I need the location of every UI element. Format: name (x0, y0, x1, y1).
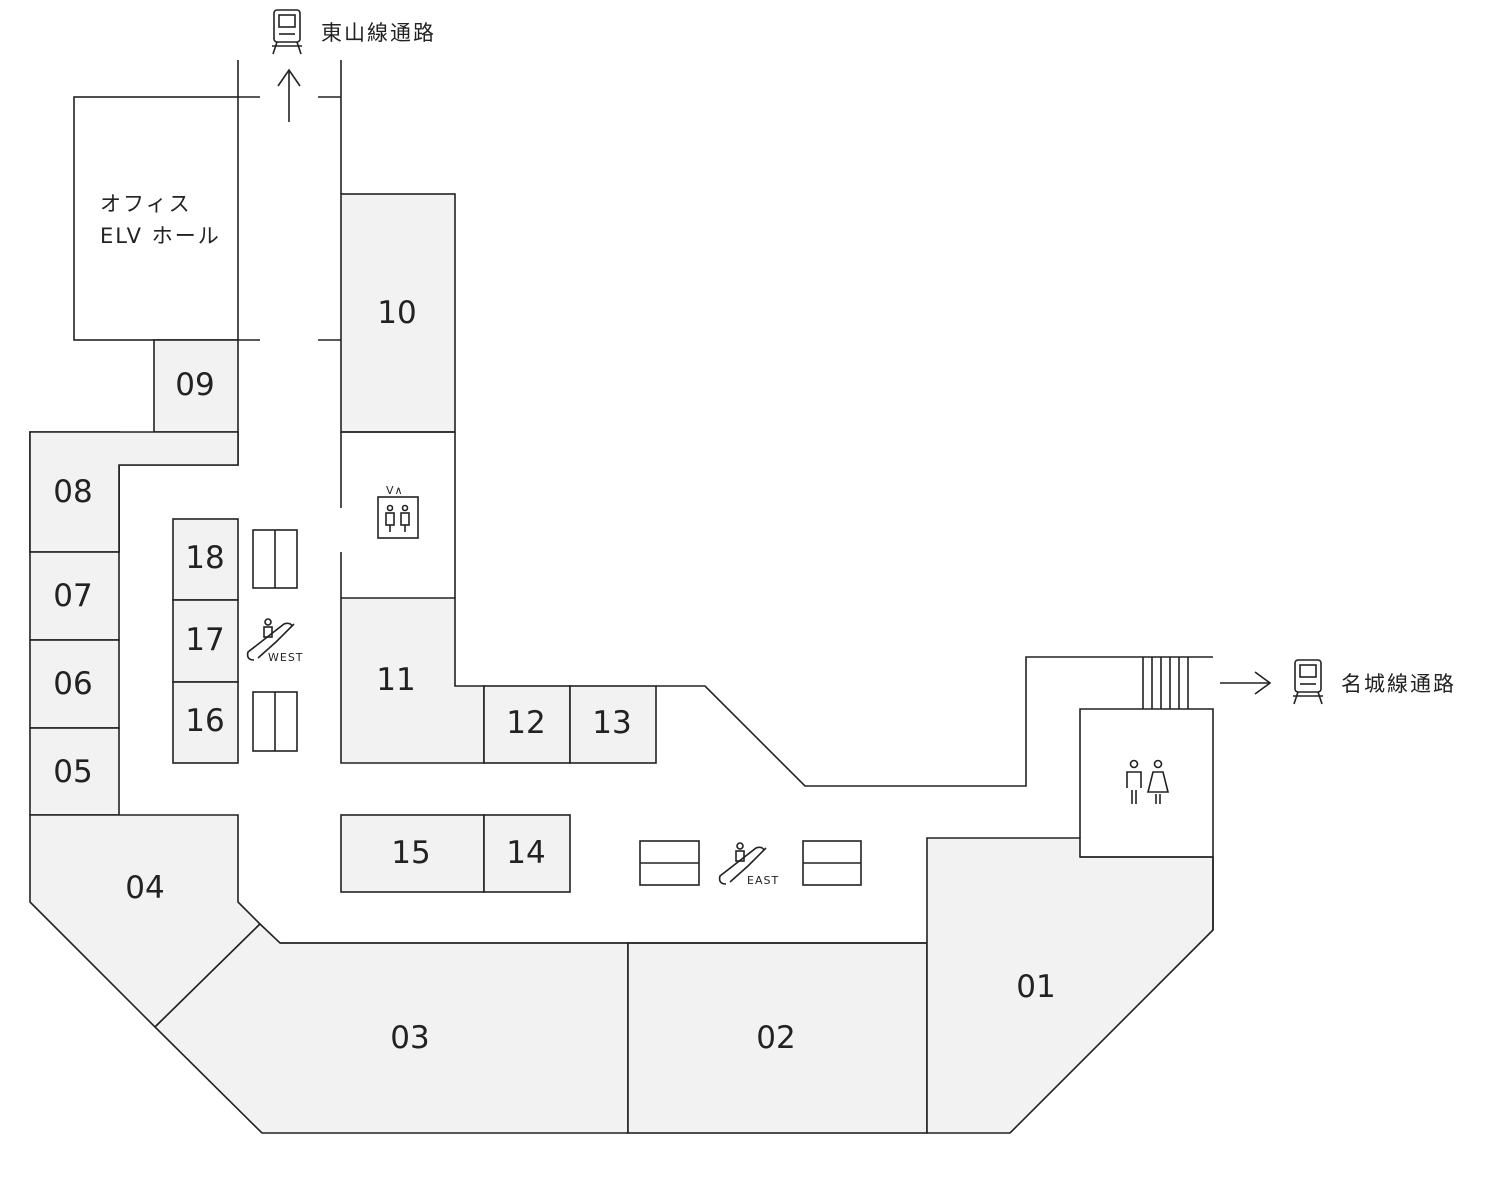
elevator-icon[interactable] (377, 496, 419, 539)
higashiyama-passage-label[interactable]: 東山線通路 (321, 21, 436, 45)
store-11-label: 11 (376, 662, 415, 698)
elevator-arrows: V∧ (386, 484, 404, 497)
train-icon (1293, 659, 1323, 705)
escalator-east-label: EAST (747, 874, 779, 887)
store-01[interactable] (926, 837, 1214, 1134)
store-18[interactable] (172, 518, 239, 601)
escalator-west[interactable] (252, 529, 298, 752)
store-07-label: 07 (53, 578, 92, 614)
store-15[interactable] (340, 814, 485, 893)
store-14[interactable] (483, 814, 571, 893)
store-14-label: 14 (506, 835, 545, 871)
store-05-label: 05 (53, 754, 92, 790)
store-04-label: 04 (125, 870, 164, 906)
arrow-up-icon (277, 68, 301, 122)
store-17-label: 17 (185, 622, 224, 658)
store-01-label: 01 (1016, 969, 1055, 1005)
store-12-label: 12 (506, 705, 545, 741)
store-10-label: 10 (377, 295, 416, 331)
escalator-icon (246, 618, 295, 661)
store-05[interactable] (29, 727, 120, 816)
store-08-label: 08 (53, 474, 92, 510)
office-label-line2: ELV ホール (100, 224, 221, 248)
train-icon (272, 9, 302, 55)
store-06[interactable] (29, 639, 120, 729)
office-elv-hall[interactable] (73, 96, 239, 341)
restroom-icon[interactable] (1126, 759, 1170, 805)
arrow-right-icon (1220, 671, 1272, 695)
escalator-icon (718, 842, 767, 885)
escalator-east[interactable] (639, 840, 862, 886)
store-06-label: 06 (53, 666, 92, 702)
store-15-label: 15 (391, 835, 430, 871)
store-18-label: 18 (185, 540, 224, 576)
store-03-label: 03 (390, 1020, 429, 1056)
store-12[interactable] (483, 685, 571, 764)
stairs (1142, 657, 1189, 709)
store-10[interactable] (340, 193, 456, 433)
store-09-label: 09 (175, 367, 214, 403)
store-02-label: 02 (756, 1020, 795, 1056)
store-13-label: 13 (592, 705, 631, 741)
store-07[interactable] (29, 551, 120, 641)
escalator-west-label: WEST (268, 651, 304, 664)
meijo-passage-label[interactable]: 名城線通路 (1341, 672, 1456, 696)
store-17[interactable] (172, 599, 239, 683)
store-13[interactable] (569, 685, 657, 764)
store-16-label: 16 (185, 703, 224, 739)
office-label-line1: オフィス (100, 192, 192, 216)
store-16[interactable] (172, 681, 239, 764)
